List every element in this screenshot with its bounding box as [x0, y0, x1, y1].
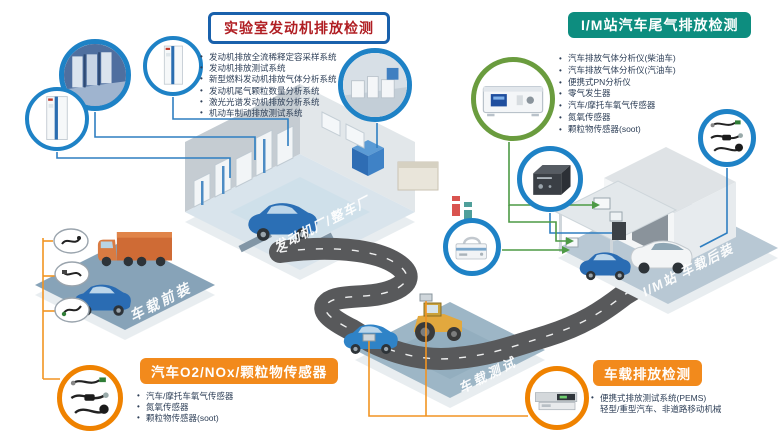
vehicle-sensors-title: 汽车O2/NOx/颗粒物传感器 [140, 358, 339, 384]
onboard-emission-section: 车载排放检测 便携式排放测试系统(PEMS) 轻型/重型汽车、非道路移动机械 [588, 360, 778, 415]
list-item: 机动车制动排放测试系统 [199, 108, 417, 119]
sensor-cables-icon [57, 365, 123, 431]
portable-pn-analyzer-icon [443, 218, 501, 276]
list-item: 发动机排放测试系统 [199, 63, 417, 74]
list-item: 颗粒物传感器(soot) [136, 413, 369, 424]
connector-lines [42, 97, 728, 417]
lab-emission-title: 实验室发动机排放检测 [208, 12, 390, 44]
list-item: 轻型/重型汽车、非道路移动机械 [600, 404, 722, 415]
lab-emission-section: 实验室发动机排放检测 发动机排放全流稀释定容采样系统 发动机排放测试系统 新型燃… [197, 12, 417, 119]
list-item: 便携式PN分析仪 [558, 77, 776, 88]
lab-emission-list: 发动机排放全流稀释定容采样系统 发动机排放测试系统 新型燃料发动机排放气体分析系… [199, 52, 417, 119]
im-station-section: I/M站汽车尾气排放检测 汽车排放气体分析仪(柴油车) 汽车排放气体分析仪(汽油… [556, 12, 776, 136]
im-station-list: 汽车排放气体分析仪(柴油车) 汽车排放气体分析仪(汽油车) 便携式PN分析仪 零… [558, 53, 776, 135]
arrowheads [562, 201, 600, 254]
list-item: 汽车排放气体分析仪(柴油车) [558, 53, 776, 64]
sensor-callout-icons [53, 228, 90, 323]
list-item: 汽车/摩托车氧气传感器 [558, 100, 776, 111]
analyzer-cabinet-icon [25, 87, 89, 151]
list-item: 新型燃料发动机排放气体分析系统 [199, 74, 417, 85]
list-item: 发动机排放全流稀释定容采样系统 [199, 52, 417, 63]
list-item: 激光光谱发动机排放分析系统 [199, 97, 417, 108]
list-item: 零气发生器 [558, 88, 776, 99]
vehicle-sensors-section: 汽车O2/NOx/颗粒物传感器 汽车/摩托车氧气传感器 氮氧传感器 颗粒物传感器… [134, 358, 369, 425]
list-item: 汽车排放气体分析仪(汽油车) [558, 65, 776, 76]
list-item: 便携式排放测试系统(PEMS) [590, 393, 778, 404]
onboard-emission-title: 车载排放检测 [593, 360, 702, 386]
car-pems-unit [362, 333, 376, 342]
benchtop-gas-analyzer-icon [471, 57, 555, 141]
list-item: 颗粒物传感器(soot) [558, 124, 776, 135]
list-item: 氮氧传感器 [558, 112, 776, 123]
im-station-title: I/M站汽车尾气排放检测 [568, 12, 752, 38]
road [269, 237, 666, 370]
analyzer-cabinet-icon [143, 36, 203, 96]
list-item: 汽车/摩托车氧气传感器 [136, 391, 369, 402]
tractor-pems-unit [419, 293, 433, 302]
pems-device-icon [525, 366, 589, 430]
engine-test-cell-icon [59, 39, 131, 111]
list-item: 氮氧传感器 [136, 402, 369, 413]
vehicle-sensors-list: 汽车/摩托车氧气传感器 氮氧传感器 颗粒物传感器(soot) [136, 391, 369, 424]
list-item: 发动机尾气颗粒数量分析系统 [199, 86, 417, 97]
soot-sensor-box-icon [517, 146, 583, 212]
onboard-emission-list: 便携式排放测试系统(PEMS) 轻型/重型汽车、非道路移动机械 [590, 393, 778, 415]
im-station-platform [554, 147, 778, 314]
